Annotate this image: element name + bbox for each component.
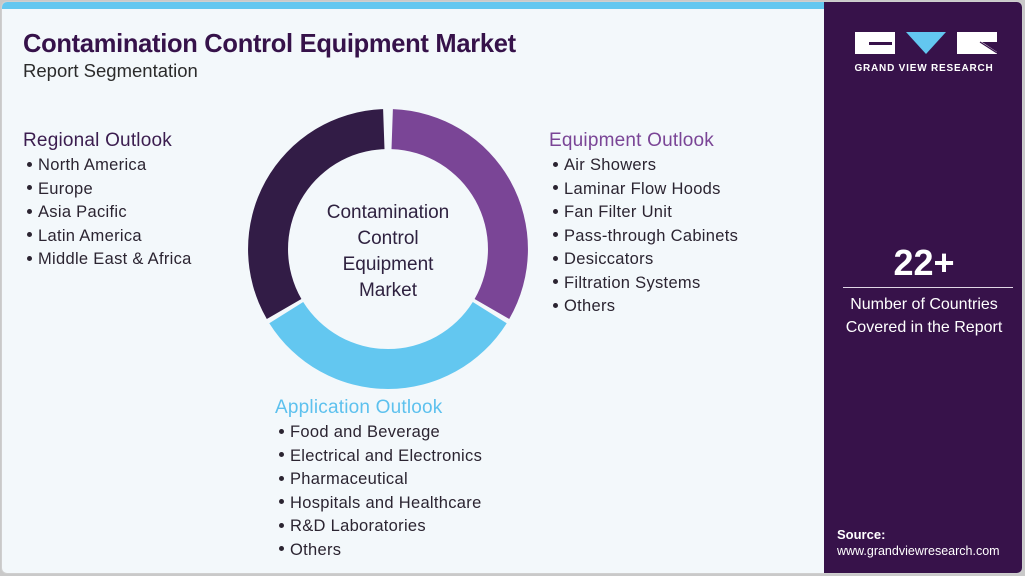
- bullet-icon: [27, 255, 32, 261]
- list-item: Food and Beverage: [275, 421, 482, 445]
- list-item: Laminar Flow Hoods: [549, 178, 738, 202]
- application-outlook-list: Food and Beverage Electrical and Electro…: [275, 421, 482, 562]
- donut-segment-equipment: [391, 109, 528, 319]
- list-item: Desiccators: [549, 248, 738, 272]
- application-outlook-heading: Application Outlook: [275, 397, 443, 418]
- list-item: Hospitals and Healthcare: [275, 492, 482, 516]
- bullet-icon: [279, 499, 284, 505]
- page-subtitle: Report Segmentation: [23, 60, 198, 81]
- list-item: Asia Pacific: [23, 201, 192, 225]
- divider: [843, 287, 1013, 288]
- bullet-icon: [553, 255, 558, 261]
- equipment-outlook-list: Air Showers Laminar Flow Hoods Fan Filte…: [549, 154, 738, 319]
- equipment-outlook-section: Equipment Outlook Air Showers Laminar Fl…: [549, 130, 738, 319]
- application-outlook-section: Application Outlook Food and Beverage El…: [275, 397, 482, 562]
- list-item: Europe: [23, 178, 192, 202]
- bullet-icon: [279, 452, 284, 458]
- bullet-icon: [279, 428, 284, 434]
- regional-outlook-heading: Regional Outlook: [23, 130, 172, 151]
- bullet-icon: [279, 475, 284, 481]
- accent-bar: [2, 2, 824, 9]
- brand-name: GRAND VIEW RESEARCH: [854, 63, 994, 74]
- list-item: Fan Filter Unit: [549, 201, 738, 225]
- list-item: Air Showers: [549, 154, 738, 178]
- regional-outlook-list: North America Europe Asia Pacific Latin …: [23, 154, 192, 272]
- list-item: Others: [549, 295, 738, 319]
- bullet-icon: [553, 208, 558, 214]
- page-title: Contamination Control Equipment Market: [23, 28, 516, 58]
- list-item: Latin America: [23, 225, 192, 249]
- donut-segment-application: [269, 302, 507, 389]
- list-item: Pharmaceutical: [275, 468, 482, 492]
- source-link[interactable]: www.grandviewresearch.com: [837, 544, 1000, 558]
- bullet-icon: [279, 546, 284, 552]
- list-item: Pass-through Cabinets: [549, 225, 738, 249]
- grand-view-research-logo-icon: [855, 32, 997, 54]
- segmentation-donut: [248, 109, 528, 389]
- regional-outlook-section: Regional Outlook North America Europe As…: [23, 130, 192, 272]
- source-label: Source:: [837, 527, 886, 542]
- donut-segment-regional: [248, 109, 385, 319]
- list-item: Electrical and Electronics: [275, 445, 482, 469]
- bullet-icon: [27, 161, 32, 167]
- bullet-icon: [553, 232, 558, 238]
- bullet-icon: [553, 185, 558, 191]
- bullet-icon: [553, 161, 558, 167]
- country-count-label: Number of Countries Covered in the Repor…: [845, 296, 1003, 336]
- sidebar: GRAND VIEW RESEARCH 22+ Number of Countr…: [824, 2, 1022, 573]
- bullet-icon: [27, 208, 32, 214]
- bullet-icon: [553, 279, 558, 285]
- list-item: R&D Laboratories: [275, 515, 482, 539]
- bullet-icon: [279, 522, 284, 528]
- country-count: 22+: [893, 242, 955, 283]
- bullet-icon: [27, 232, 32, 238]
- list-item: North America: [23, 154, 192, 178]
- list-item: Others: [275, 539, 482, 563]
- equipment-outlook-heading: Equipment Outlook: [549, 130, 714, 151]
- list-item: Filtration Systems: [549, 272, 738, 296]
- bullet-icon: [27, 185, 32, 191]
- donut-center-label: Contamination Control Equipment Market: [326, 202, 450, 301]
- list-item: Middle East & Africa: [23, 248, 192, 272]
- bullet-icon: [553, 302, 558, 308]
